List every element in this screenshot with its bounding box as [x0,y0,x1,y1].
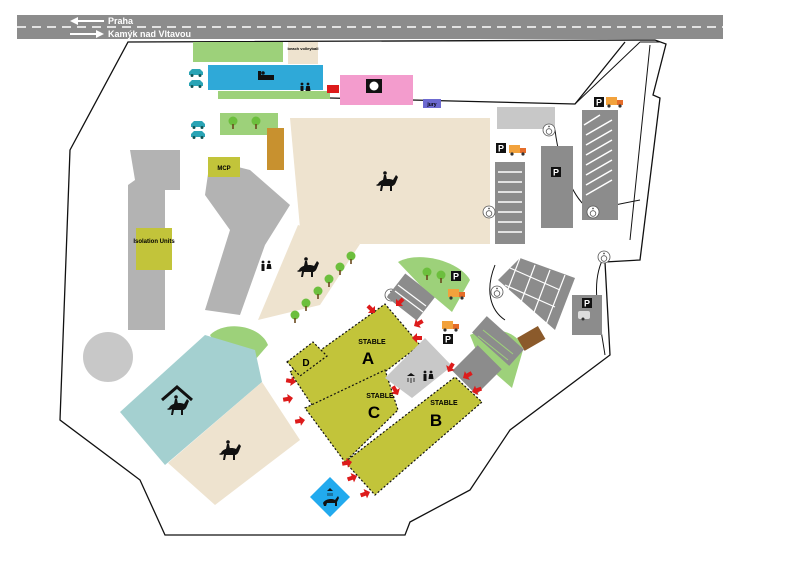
parking-icon [451,271,461,282]
small-stable-block [386,273,436,321]
wheelchair-icon [482,205,496,219]
mcp-box [208,157,240,177]
beach-volleyball-court [288,42,318,64]
arrow-right-icon [70,30,104,38]
indoor-arena-icon [161,385,193,415]
east-stable-block [472,316,524,366]
round-area [83,332,133,382]
boundary-inner-lines [574,41,660,241]
shower-icon [407,373,415,383]
stable-a-letter: A [362,349,374,368]
car-icon [189,69,203,77]
wheelchair-icon [542,123,556,137]
truck-parking-rows [495,162,525,244]
truck-icon [606,97,623,108]
parking-lot-center [541,146,573,228]
parking-icon [551,167,561,178]
stable-b-word: STABLE [430,400,458,407]
horse-wash-area [310,477,350,517]
parking-icon [496,143,506,154]
bed-icon [258,71,274,80]
warmup-arena [258,225,360,320]
tree-icon [290,310,300,323]
arrow-left-icon [70,17,104,25]
outdoor-arena [168,382,300,505]
mcp-building [205,160,290,315]
stable-d-letter: D [302,358,309,369]
entrance-arrow-icon [411,316,426,331]
isolation-units-label: Isolation Units [133,239,175,245]
toilet-icon [261,260,272,271]
service-building [385,338,452,398]
stable-a: STABLE A [289,303,421,421]
trailer-icon [578,311,590,321]
truck-icon [442,321,459,332]
restaurant-entrance [327,85,339,93]
parking-icon [582,298,592,309]
stable-c-letter: C [368,403,380,422]
wheelchair-icon [586,205,600,219]
toilet-icon [423,370,434,381]
truck-icon [509,145,526,156]
stable-c-word: STABLE [366,393,394,400]
car-icon [191,131,205,139]
east-service-block [452,345,502,395]
parking-grid [498,257,575,330]
parking-area-top [497,107,555,129]
restaurant-icon [366,79,382,93]
road-label-kamyk: Kamýk nad Vltavou [108,29,191,39]
stable-b: STABLE B [344,376,483,496]
jury-label: jury [426,102,436,108]
wheelchair-icon [597,250,611,264]
car-icon [191,121,205,129]
parking-icon [443,334,453,345]
mcp-label: MCP [217,166,230,172]
green-strip [218,91,330,99]
isolation-units-box [136,228,172,270]
stable-a-word: STABLE [358,339,386,346]
stable-c: STABLE C [304,369,399,463]
beach-volleyball-label: beach volleyball [288,46,319,51]
stable-d: D [286,341,328,377]
parking-icon [594,97,604,108]
main-road: Praha Kamýk nad Vltavou [17,15,723,39]
wheelchair-icon [490,285,504,299]
toilet-icon [300,82,311,93]
car-icon [189,80,203,88]
angled-parking-rows [582,110,618,220]
manure-area [517,325,546,351]
hay-storage [267,128,284,170]
green-area-top [193,42,283,62]
stable-b-letter: B [430,411,442,430]
horse-wash-icon [323,488,339,506]
entrance-arrow-icon [282,393,294,405]
jury-box [423,99,441,108]
entrance-arrow-icon [294,415,306,427]
road-label-praha: Praha [108,16,134,26]
